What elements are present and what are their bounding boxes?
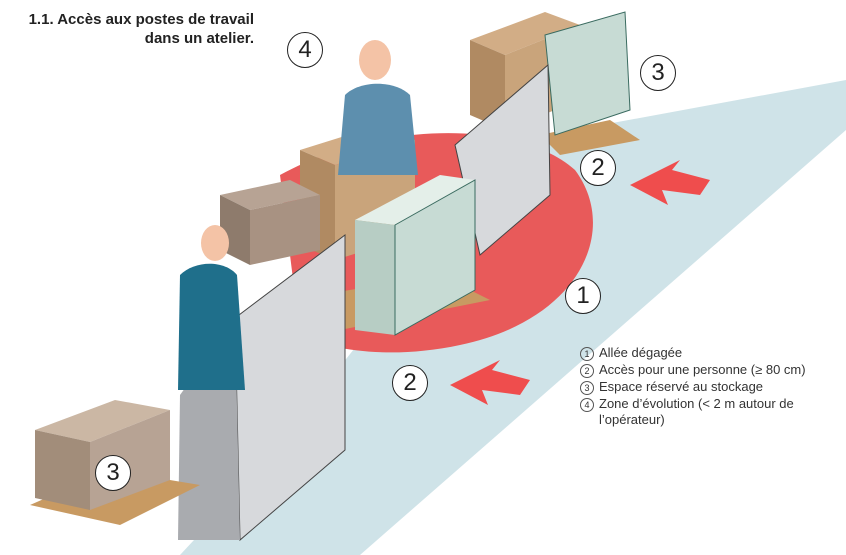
legend-number: 1 [580, 347, 594, 361]
worker-front [178, 225, 245, 390]
legend-number: 3 [580, 381, 594, 395]
legend: 1 Allée dégagée 2 Accès pour une personn… [580, 345, 840, 429]
box-left [220, 180, 320, 265]
legend-item: 3 Espace réservé au stockage [580, 379, 840, 395]
legend-text: Allée dégagée [599, 345, 683, 360]
legend-item: 1 Allée dégagée [580, 345, 840, 361]
box-green [355, 175, 476, 336]
callout-3-bottom-left: 3 [95, 455, 131, 491]
figure-title: 1.1. Accès aux postes de travail dans un… [0, 10, 254, 48]
legend-item: 4 Zone d’évolution (< 2 m autour de l’op… [580, 396, 840, 428]
callout-1-center: 1 [565, 278, 601, 314]
legend-number: 4 [580, 398, 594, 412]
callout-3-top-right: 3 [640, 55, 676, 91]
callout-2-lower: 2 [392, 365, 428, 401]
worker-back [338, 40, 418, 175]
figure-title-line2: dans un atelier. [144, 30, 254, 47]
arrow-lower [450, 360, 530, 405]
legend-text: Zone d’évolution (< 2 m autour de l’opér… [599, 396, 794, 427]
callout-2-right: 2 [580, 150, 616, 186]
callout-4-top: 4 [287, 32, 323, 68]
legend-text: Espace réservé au stockage [599, 379, 764, 394]
legend-text: Accès pour une personne (≥ 80 cm) [599, 362, 806, 377]
figure-title-line1: 1.1. Accès aux postes de travail [28, 11, 254, 28]
legend-number: 2 [580, 364, 594, 378]
legend-item: 2 Accès pour une personne (≥ 80 cm) [580, 362, 840, 378]
arrow-upper-right [630, 160, 710, 205]
pallet-back-right [540, 120, 640, 155]
